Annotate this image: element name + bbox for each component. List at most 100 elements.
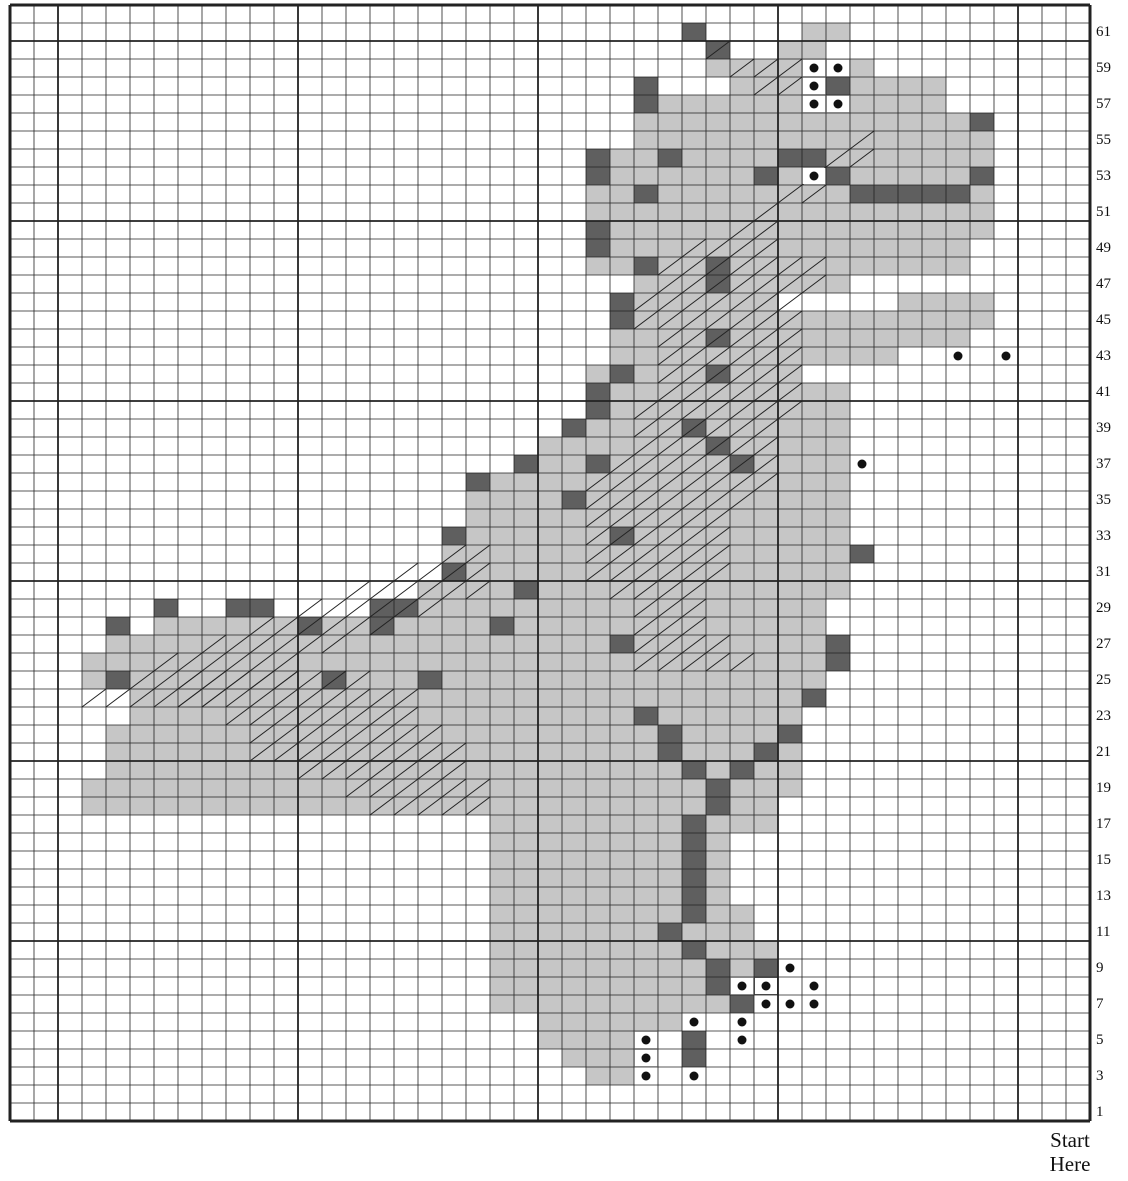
dark-stitch [442,527,466,545]
row-number-label: 25 [1096,673,1111,688]
dark-stitch [850,185,970,203]
dark-stitch [706,779,730,797]
dark-stitch [562,419,586,437]
bead-dot [738,982,747,991]
dark-stitch [562,491,586,509]
bead-dot [858,460,867,469]
dark-stitch [154,599,178,617]
dark-stitch [682,23,706,41]
light-stitch [634,131,994,149]
bead-dot [810,64,819,73]
dark-stitch [586,383,610,401]
row-number-label: 55 [1096,133,1111,148]
light-stitch [490,905,754,923]
dark-stitch [106,617,130,635]
hatch-stitch [778,293,802,311]
hatch-stitch [322,599,346,617]
dark-stitch [418,671,442,689]
start-here-label: Start Here [1030,1128,1110,1176]
dark-stitch [586,401,610,419]
bead-dot [642,1054,651,1063]
bead-dot [762,1000,771,1009]
light-stitch [586,167,994,185]
dark-stitch [826,653,850,671]
dark-stitch [970,167,994,185]
dark-stitch [106,671,130,689]
light-stitch [586,203,994,221]
row-number-label: 33 [1096,529,1111,544]
dark-stitch [466,473,490,491]
row-number-label: 61 [1096,25,1111,40]
row-number-label: 45 [1096,313,1111,328]
dark-stitch [682,761,706,779]
bead-dot [834,100,843,109]
row-number-label: 21 [1096,745,1111,760]
row-number-label: 51 [1096,205,1111,220]
hatch-stitch [346,581,370,599]
bead-dot [810,100,819,109]
dark-stitch [826,77,850,95]
row-number-label: 5 [1096,1033,1104,1048]
hatch-stitch [298,599,322,617]
dark-stitch [610,311,634,329]
bead-dot [738,1018,747,1027]
row-number-label: 13 [1096,889,1111,904]
dark-stitch [634,77,658,95]
hatch-stitch [418,563,442,581]
light-stitch [586,221,994,239]
dark-stitch [850,545,874,563]
light-stitch [562,689,826,707]
row-number-label: 29 [1096,601,1111,616]
bead-dot [738,1036,747,1045]
row-number-label: 57 [1096,97,1111,112]
dark-stitch [706,959,730,977]
row-number-label: 43 [1096,349,1111,364]
dark-stitch [658,743,682,761]
dark-stitch [826,167,850,185]
row-number-label: 3 [1096,1069,1104,1084]
dark-stitch [658,725,682,743]
row-number-label: 9 [1096,961,1104,976]
bead-dot [954,352,963,361]
bead-dot [834,64,843,73]
dark-stitch [634,257,658,275]
row-number-label: 35 [1096,493,1111,508]
dark-stitch [610,635,634,653]
light-stitch [490,761,802,779]
hatch-stitch [82,689,106,707]
dark-stitch [682,941,706,959]
dark-stitch [682,1049,706,1067]
dark-stitch [586,221,610,239]
dark-stitch [754,167,778,185]
bead-dot [690,1018,699,1027]
hatch-stitch [394,563,418,581]
dark-stitch [754,959,778,977]
dark-stitch [802,689,826,707]
dark-stitch [682,851,706,869]
dark-stitch [826,635,850,653]
bead-dot [1002,352,1011,361]
dark-stitch [586,167,610,185]
dark-stitch [970,113,994,131]
bead-dot [786,1000,795,1009]
bead-dot [690,1072,699,1081]
dark-stitch [610,365,634,383]
bead-dot [786,964,795,973]
dark-stitch [658,923,682,941]
row-number-label: 49 [1096,241,1111,256]
row-number-label: 59 [1096,61,1111,76]
bead-dot [762,982,771,991]
dark-stitch [682,833,706,851]
bead-dot [642,1072,651,1081]
dark-stitch [706,977,730,995]
row-number-label: 17 [1096,817,1111,832]
row-number-label: 23 [1096,709,1111,724]
start-label-line1: Start [1030,1128,1110,1152]
dark-stitch [490,617,514,635]
light-stitch [538,707,802,725]
row-number-label: 47 [1096,277,1111,292]
dark-stitch [586,239,610,257]
dark-stitch [682,887,706,905]
bead-dot [810,982,819,991]
start-label-line2: Here [1030,1152,1110,1176]
